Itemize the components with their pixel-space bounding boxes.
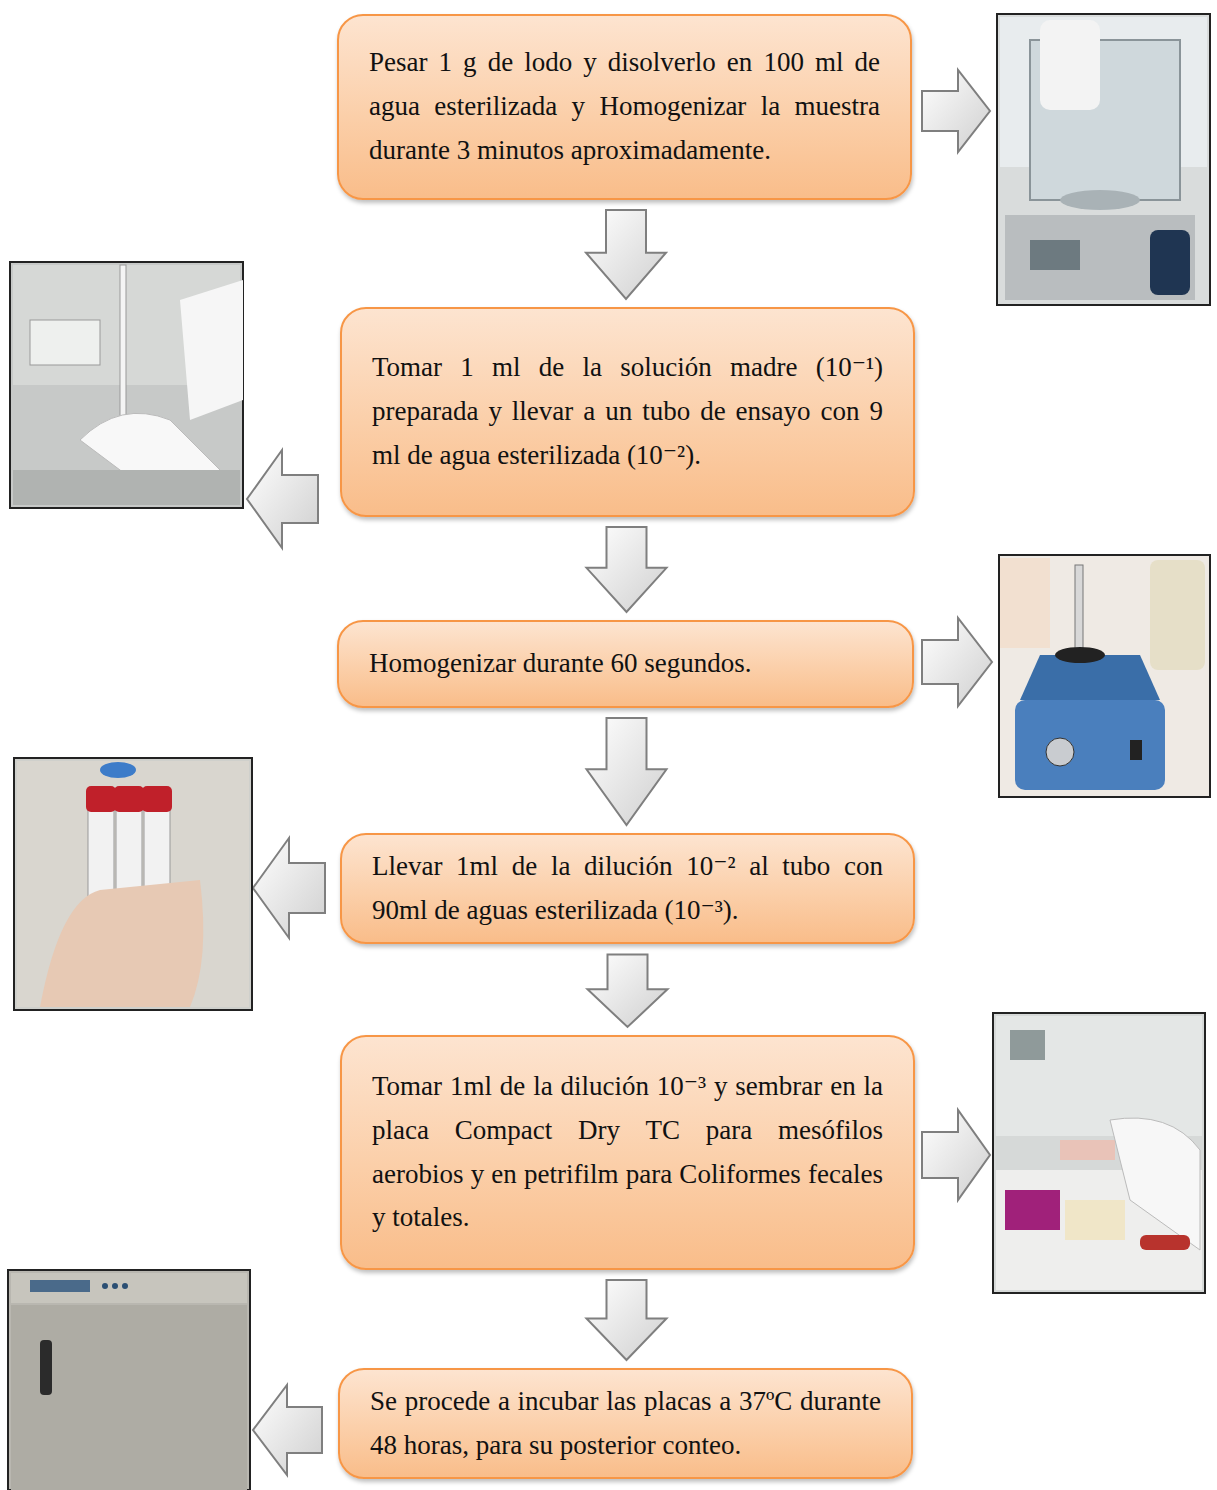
plating-photo	[993, 1013, 1205, 1293]
incubator-photo	[8, 1270, 250, 1490]
pipette-photo	[10, 262, 243, 508]
flow-arrow	[586, 210, 666, 299]
side-arrow	[253, 1385, 322, 1475]
side-arrow	[253, 838, 325, 938]
flow-arrow	[587, 1280, 667, 1360]
vortex-photo	[999, 555, 1210, 797]
step-text: Pesar 1 g de lodo y disolverlo en 100 ml…	[369, 41, 880, 172]
process-box: Pesar 1 g de lodo y disolverlo en 100 ml…	[337, 14, 912, 200]
step-text: Se procede a incubar las placas a 37ºC d…	[370, 1380, 881, 1467]
process-box: Tomar 1ml de la dilución 10⁻³ y sembrar …	[340, 1035, 915, 1270]
flow-arrow	[587, 718, 667, 825]
process-box: Llevar 1ml de la dilución 10⁻² al tubo c…	[340, 833, 915, 944]
step-text: Tomar 1ml de la dilución 10⁻³ y sembrar …	[372, 1065, 883, 1240]
process-box: Homogenizar durante 60 segundos.	[337, 620, 914, 708]
tubes-photo	[14, 758, 252, 1010]
step-text: Llevar 1ml de la dilución 10⁻² al tubo c…	[372, 845, 883, 932]
flow-arrow	[588, 954, 668, 1027]
side-arrow	[922, 1110, 990, 1200]
side-arrows	[247, 70, 992, 1475]
step-text: Tomar 1 ml de la solución madre (10⁻¹) p…	[372, 346, 883, 477]
process-box: Tomar 1 ml de la solución madre (10⁻¹) p…	[340, 307, 915, 517]
side-arrow	[922, 618, 992, 706]
side-arrow	[922, 70, 990, 152]
process-box: Se procede a incubar las placas a 37ºC d…	[338, 1368, 913, 1479]
flow-arrow	[587, 527, 667, 612]
balance-photo	[997, 14, 1210, 305]
step-text: Homogenizar durante 60 segundos.	[369, 642, 882, 686]
side-arrow	[247, 450, 318, 548]
